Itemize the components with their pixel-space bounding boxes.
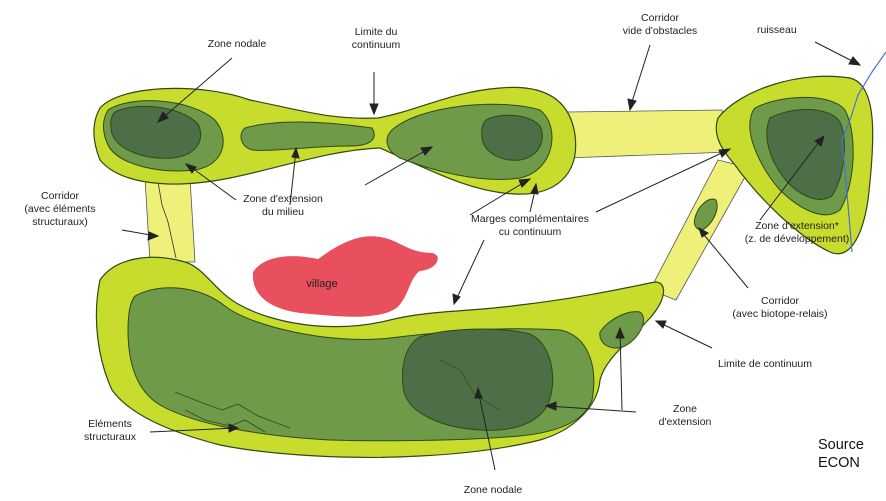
corridor-left <box>145 178 195 262</box>
source-text: Source ECON <box>818 436 864 472</box>
village-shape <box>252 235 439 318</box>
label-elements-structuraux: Eléments structuraux <box>70 418 150 444</box>
label-zone-extension-dev: Zone d'extension* (z. de développement) <box>722 220 872 246</box>
label-corridor-biotope: Corridor (avec biotope-relais) <box>715 295 845 321</box>
label-village: village <box>282 278 362 290</box>
corridor-top-right <box>566 110 730 158</box>
label-limite-du-continuum: Limite du continuum <box>336 26 416 52</box>
label-corridor-vide: Corridor vide d'obstacles <box>600 12 720 38</box>
label-zone-extension-bottom: Zone d'extension <box>645 403 725 429</box>
label-marges-complementaires: Marges complémentaires cu continuum <box>450 213 610 239</box>
label-zone-extension-milieu: Zone d'extension du milieu <box>228 193 338 219</box>
label-limite-de-continuum: Limite de continuum <box>718 358 812 371</box>
top-middle-extension-zone <box>241 122 374 150</box>
label-zone-nodale-top: Zone nodale <box>192 38 282 51</box>
bottom-nodal-zone <box>403 329 553 430</box>
label-corridor-elements: Corridor (avec éléments structuraux) <box>5 190 115 229</box>
label-ruisseau: ruisseau <box>757 24 797 37</box>
label-zone-nodale-bottom: Zone nodale <box>448 484 538 497</box>
